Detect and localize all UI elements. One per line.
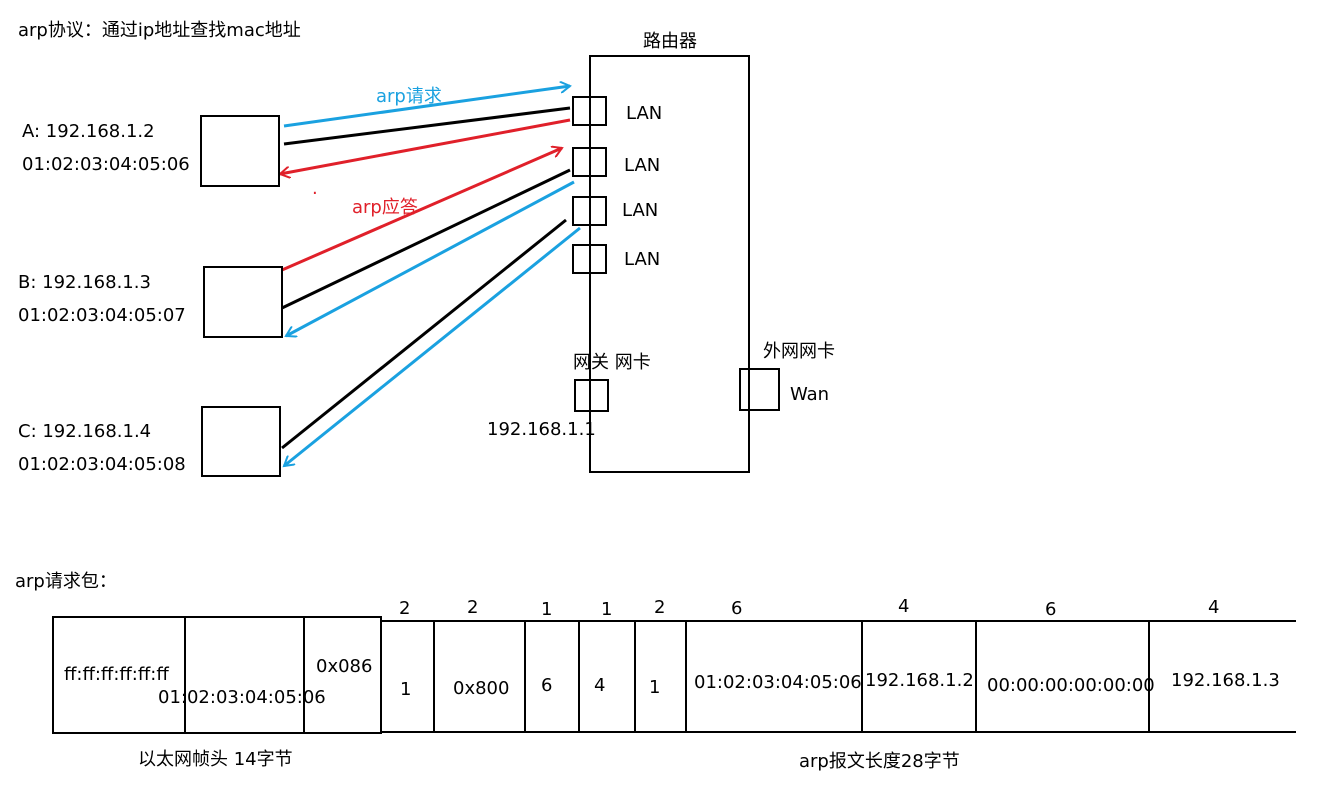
arp-value-proto-len: 4 [594,675,606,696]
host-b-ip: B: 192.168.1.3 [18,272,151,293]
arp-divider-6 [861,620,863,733]
arp-divider-8 [1148,620,1150,733]
arp-size-target-mac: 6 [1045,599,1057,620]
arp-caption: arp报文长度28字节 [799,751,960,772]
arp-value-proto-type: 0x800 [453,678,510,699]
stray-dot: . [312,178,318,199]
arp-value-opcode: 1 [649,677,661,698]
arp-value-hw-len: 6 [541,675,553,696]
host-b-box [203,266,283,338]
lan-port-1 [572,96,607,126]
arp-size-hw-type: 2 [399,598,411,619]
arp-divider-2 [524,620,526,733]
arp-divider-5 [685,620,687,733]
ethernet-header [52,616,382,734]
lan-label-2: LAN [624,155,661,176]
lan-label-1: LAN [626,103,663,124]
wan-title: 外网网卡 [763,341,835,362]
ethernet-divider-1 [184,616,186,734]
gateway-port [574,379,609,412]
lan-label-4: LAN [624,249,661,270]
arp-size-sender-mac: 6 [731,598,743,619]
reply-label: arp应答 [352,197,418,218]
arp-value-target-ip: 192.168.1.3 [1171,670,1280,691]
host-a-mac: 01:02:03:04:05:06 [22,154,190,175]
arp-divider-1 [433,620,435,733]
arp-size-hw-len: 1 [541,599,553,620]
request-line-b [286,180,575,336]
lan-port-3 [572,196,607,226]
host-a-box [200,115,280,187]
wan-port [739,368,780,411]
wan-label: Wan [790,384,830,405]
ethernet-type: 0x086 [316,656,373,677]
reply-line-a [280,118,571,174]
link-line-b [281,168,571,310]
gateway-label: 网关 网卡 [573,352,651,373]
arp-body-bottom [382,731,1296,733]
host-c-box [201,406,281,477]
arp-size-proto-len: 1 [601,599,613,620]
host-b-mac: 01:02:03:04:05:07 [18,305,186,326]
page-title: arp协议：通过ip地址查找mac地址 [18,20,301,41]
lan-port-2 [572,147,607,177]
arp-size-sender-ip: 4 [898,596,910,617]
lan-label-3: LAN [622,200,659,221]
arp-size-target-ip: 4 [1208,597,1220,618]
lan-port-4 [572,244,607,274]
arp-value-sender-mac: 01:02:03:04:05:06 [694,672,862,693]
request-label: arp请求 [376,86,442,107]
arp-value-target-mac: 00:00:00:00:00:00 [987,675,1155,696]
arp-value-sender-ip: 192.168.1.2 [865,670,974,691]
ethernet-caption: 以太网帧头 14字节 [138,749,293,770]
reply-line-b [281,148,562,272]
request-line-c [284,226,581,466]
ethernet-src-mac: 01:02:03:04:05:06 [158,687,326,708]
arp-divider-3 [578,620,580,733]
arp-size-opcode: 2 [654,597,666,618]
arp-divider-4 [634,620,636,733]
packet-title: arp请求包： [15,571,117,592]
router-title: 路由器 [643,31,697,52]
host-c-ip: C: 192.168.1.4 [18,421,152,442]
gateway-ip: 192.168.1.1 [487,419,596,440]
router-box [589,55,750,473]
request-line-a [283,86,570,128]
ethernet-divider-2 [303,616,305,734]
ethernet-dest-mac: ff:ff:ff:ff:ff:ff [64,664,169,685]
arp-divider-7 [975,620,977,733]
host-a-ip: A: 192.168.1.2 [22,121,155,142]
arp-body [382,620,1296,622]
host-c-mac: 01:02:03:04:05:08 [18,454,186,475]
link-line-c [281,218,567,450]
arp-size-proto-type: 2 [467,597,479,618]
link-line-a [283,106,571,146]
arp-value-hw-type: 1 [400,679,412,700]
